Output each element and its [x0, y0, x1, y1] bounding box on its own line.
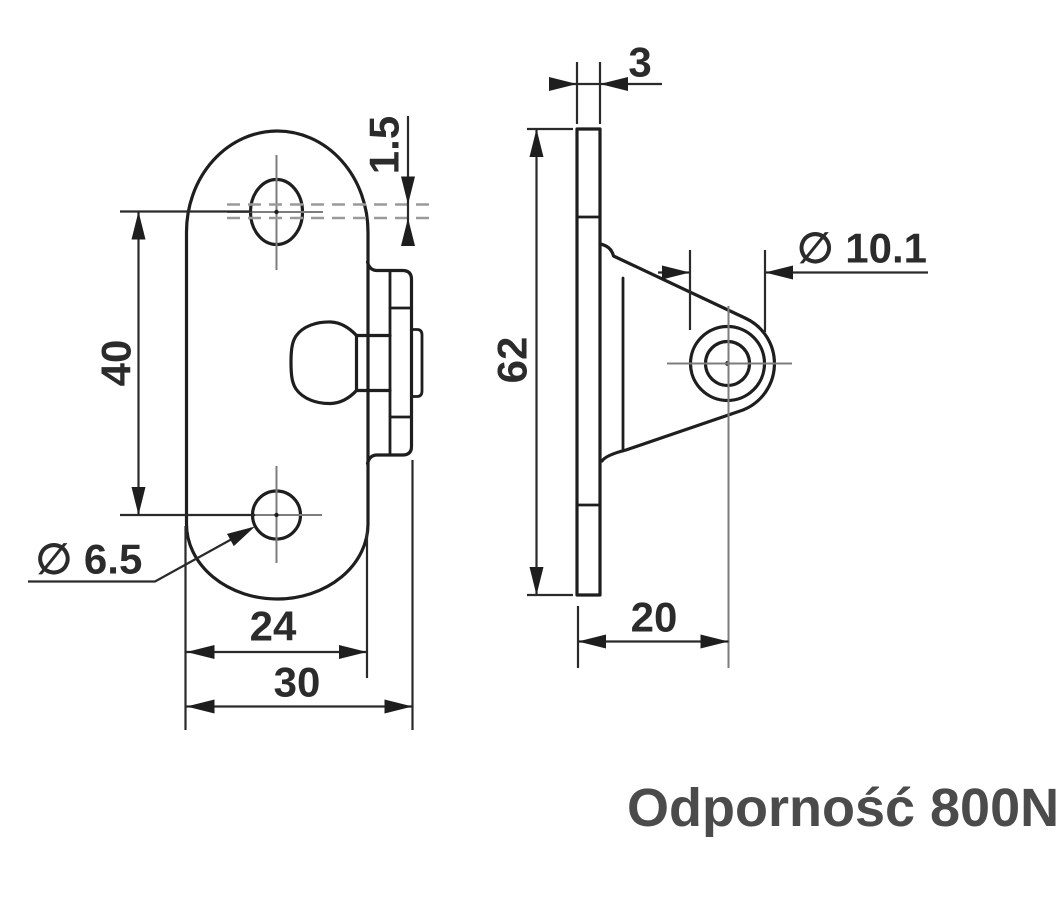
- dimension-20: 20: [576, 594, 729, 668]
- dimension-3: 3: [549, 39, 662, 124]
- washer-outline: [410, 328, 424, 398]
- bottom-hole-center-dot: [274, 512, 279, 518]
- dimension-40: 40: [93, 210, 255, 517]
- plate-outline: [184, 129, 370, 601]
- arrow-right-icon: [549, 77, 577, 91]
- side-view: 3 62 ∅ 10.1 20: [489, 39, 928, 668]
- dim-label-40: 40: [93, 340, 140, 387]
- dim-label-3: 3: [628, 39, 651, 86]
- top-hole: [227, 155, 323, 270]
- leader-line: [28, 527, 252, 583]
- dim-label-20: 20: [631, 594, 678, 641]
- dimension-dia-10-1: ∅ 10.1: [658, 225, 928, 332]
- dim-label-dia-6-5: ∅ 6.5: [36, 536, 143, 583]
- arrow-down-icon: [401, 176, 415, 205]
- dim-label-1-5: 1.5: [361, 116, 408, 174]
- tab-outline: [365, 260, 414, 466]
- arrow-up-icon: [401, 218, 415, 246]
- arrow-left-icon: [765, 265, 793, 280]
- bracket-outline: [598, 242, 777, 463]
- arrow-left-icon: [186, 645, 215, 659]
- dim-label-62: 62: [489, 337, 536, 384]
- dimension-30: 30: [184, 460, 414, 730]
- arrow-right-icon: [339, 645, 367, 659]
- plate-strip-outline: [575, 127, 602, 597]
- arrow-left-icon: [186, 699, 215, 714]
- dimension-24: 24: [186, 530, 369, 678]
- top-hole-center-dot: [274, 209, 279, 215]
- arrow-down-icon: [131, 487, 146, 515]
- dim-label-24: 24: [250, 603, 297, 650]
- ball-outline: [289, 320, 359, 406]
- socket-bracket: [598, 242, 792, 668]
- dimension-1-5: 1.5: [227, 116, 433, 246]
- arrow-left-icon: [578, 634, 606, 649]
- dim-label-dia-10-1: ∅ 10.1: [797, 225, 927, 272]
- arrow-down-icon: [529, 567, 544, 595]
- arrow-left-icon: [600, 77, 628, 91]
- arrow-up-icon: [131, 211, 146, 240]
- front-view: 40 1.5 ∅ 6.5 24: [28, 116, 433, 730]
- leader-arrow-icon: [227, 526, 255, 547]
- arrow-right-icon: [662, 265, 690, 280]
- ball-stud: [289, 320, 392, 406]
- dim-label-30: 30: [274, 659, 321, 706]
- arrow-right-icon: [384, 699, 413, 714]
- dimension-dia-6-5: ∅ 6.5: [28, 526, 255, 583]
- caption-resistance: Odporność 800N: [627, 778, 1059, 838]
- dimension-62: 62: [489, 127, 573, 597]
- arrow-right-icon: [700, 634, 729, 649]
- arrow-up-icon: [529, 129, 544, 157]
